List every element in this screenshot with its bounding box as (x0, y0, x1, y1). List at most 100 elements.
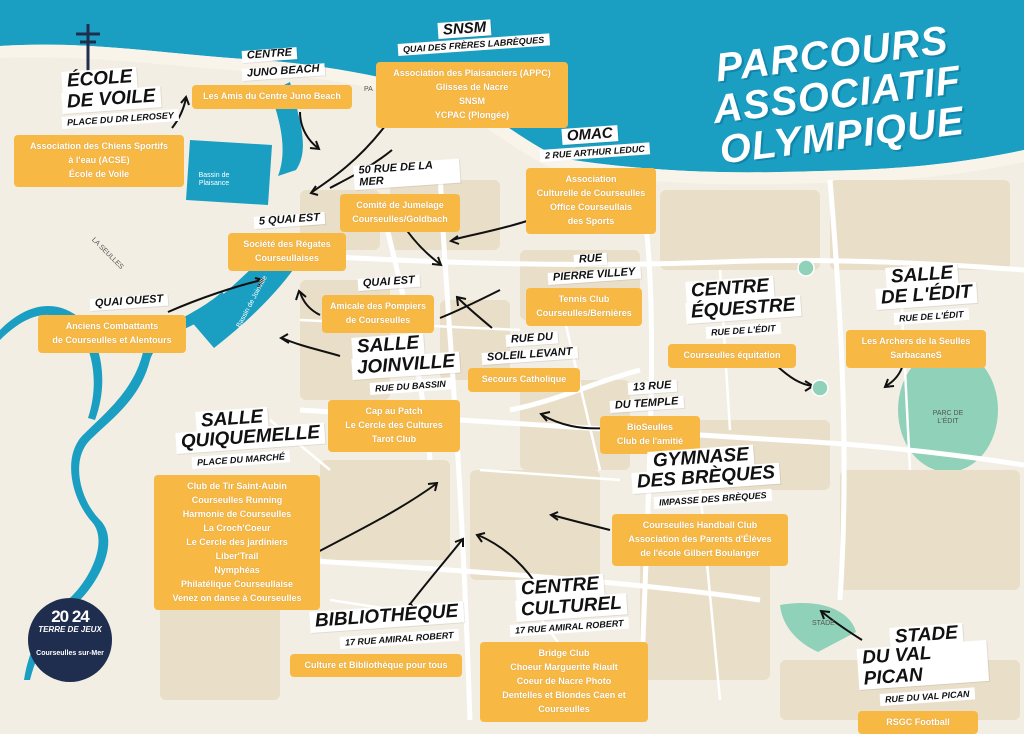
label-parc-edit: PARC DE L'ÉDIT (932, 410, 964, 426)
association-list: Les Amis du Centre Juno Beach (192, 85, 352, 109)
association-item: Les Archers de la Seulles (861, 336, 971, 347)
association-item: École de Voile (68, 168, 130, 179)
association-item: Culture et Bibliothèque pour tous (304, 659, 448, 670)
association-list: Secours Catholique (468, 368, 580, 392)
association-list: Comité de Jumelage Courseulles/Goldbach (340, 193, 460, 232)
association-item: des Sports (567, 215, 615, 226)
location-ecole-de-voile[interactable]: ÉCOLE DE VOILE PLACE DU DR LEROSEY Assoc… (14, 66, 184, 187)
location-quai-est[interactable]: QUAI EST Amicale des Pompiers de Courseu… (322, 274, 434, 333)
location-address: IMPASSE DES BRÈQUES (653, 488, 772, 510)
marker-edit (811, 379, 829, 397)
logo-name: TERRE DE JEUX (38, 625, 102, 634)
location-address: 2 RUE ARTHUR LEDUC (539, 142, 651, 162)
location-title: 13 RUE (627, 379, 677, 395)
cross-monument (76, 24, 100, 76)
association-item: Choeur Marguerite Riault (510, 661, 618, 672)
association-item: Association des Parents d'Élèves (628, 533, 772, 544)
location-snsm[interactable]: SNSM QUAI DES FRÈRES LABRÈQUES Associati… (376, 19, 568, 128)
location-title: OMAC (561, 124, 619, 146)
location-stade-du-val-pican[interactable]: STADE DU VAL PICAN RUE DU VAL PICAN RSGC… (848, 622, 990, 734)
location-omac[interactable]: OMAC 2 RUE ARTHUR LEDUC Association Cult… (526, 124, 656, 234)
stade-park (780, 603, 856, 652)
location-title: SNSM (437, 19, 492, 40)
location-50-rue-de-la-mer[interactable]: 50 RUE DE LA MER Comité de Jumelage Cour… (340, 158, 461, 232)
label-stade: STADE (812, 620, 835, 627)
association-list: Courseulles Handball Club Association de… (612, 514, 788, 566)
association-item: Courseulles/Goldbach (352, 213, 448, 224)
association-item: Culturelle de Courseulles (536, 187, 646, 198)
location-title: QUAI OUEST (89, 293, 169, 311)
location-address: RUE DU BASSIN (369, 377, 452, 396)
association-item: Secours Catholique (481, 374, 567, 384)
association-list: Amicale des Pompiers de Courseulles (322, 295, 434, 333)
association-item: SarbacaneS (890, 349, 942, 360)
location-salle-joinville[interactable]: SALLE JOINVILLE RUE DU BASSIN Cap au Pat… (328, 332, 461, 452)
location-address: RUE DE L'ÉDIT (893, 307, 969, 326)
association-item: Association (565, 174, 617, 184)
location-title: RUE DU (505, 331, 559, 347)
association-item: de Courseulles (345, 314, 411, 325)
association-item: BioSeulles (626, 422, 673, 432)
association-item: Tennis Club (558, 294, 610, 304)
association-item: Courseulles (538, 703, 590, 714)
location-quai-ouest[interactable]: QUAI OUEST Anciens Combattants de Course… (38, 293, 186, 353)
association-list: Anciens Combattants de Courseulles et Al… (38, 315, 186, 353)
association-item: Anciens Combattants (65, 321, 159, 331)
location-title: RUE (573, 252, 608, 267)
parc-edit (898, 348, 998, 472)
label-bassin-plaisance: Bassin de Plaisance (198, 172, 230, 188)
association-item: Courseulles/Bernières (536, 307, 632, 318)
terre-de-jeux-logo: 20 24 TERRE DE JEUX Courseulles sur-Mer (28, 598, 112, 682)
association-item: Le Cercle des Cultures (345, 419, 443, 430)
association-list: Tennis Club Courseulles/Bernières (526, 288, 642, 326)
association-item: Courseullaises (254, 252, 320, 263)
location-centre-juno-beach[interactable]: CENTRE JUNO BEACH Les Amis du Centre Jun… (192, 46, 352, 109)
association-item: Comité de Jumelage (356, 199, 444, 210)
association-item: YCPAC (Plongée) (434, 109, 510, 120)
location-title: DU VAL PICAN (856, 639, 990, 690)
association-item: Les Amis du Centre Juno Beach (203, 91, 341, 101)
location-salle-de-l-edit[interactable]: SALLE DE L'ÉDIT RUE DE L'ÉDIT Les Archer… (846, 262, 986, 368)
association-item: de Courseulles et Alentours (52, 334, 172, 345)
association-item: Coeur de Nacre Photo (516, 675, 612, 686)
location-bibliotheque[interactable]: BIBLIOTHÈQUE 17 RUE AMIRAL ROBERT Cultur… (290, 601, 464, 678)
association-item: Office Courseullais (549, 201, 633, 212)
location-title: QUAI EST (357, 274, 421, 291)
location-5-quai-est[interactable]: 5 QUAI EST Société des Régates Courseull… (228, 211, 346, 271)
location-address: RUE DE L'ÉDIT (705, 321, 781, 340)
location-rue-du-soleil-levant[interactable]: RUE DU SOLEIL LEVANT Secours Catholique (468, 330, 580, 392)
association-item: Association des Plaisanciers (APPC) (393, 68, 551, 78)
association-item: Harmonie de Courseulles (182, 508, 292, 519)
logo-town: Courseulles sur-Mer (36, 650, 104, 657)
river-west (0, 306, 103, 420)
location-salle-quiquemelle[interactable]: SALLE QUIQUEMELLE PLACE DU MARCHÉ Club d… (154, 406, 326, 611)
location-gymnase-des-breques[interactable]: GYMNASE DES BRÈQUES IMPASSE DES BRÈQUES … (612, 444, 788, 566)
association-item: Dentelles et Blondes Caen et (502, 689, 626, 700)
location-address: PLACE DU MARCHÉ (191, 450, 291, 470)
association-list: BioSeulles Club de l'amitié (600, 416, 700, 454)
association-item: Liber'Trail (215, 550, 259, 561)
location-centre-culturel[interactable]: CENTRE CULTUREL 17 RUE AMIRAL ROBERT Bri… (480, 573, 648, 722)
association-item: Le Cercle des jardiniers (186, 536, 288, 547)
location-13-rue-du-temple[interactable]: 13 RUE DU TEMPLE BioSeulles Club de l'am… (600, 378, 700, 454)
association-item: Courseulles Running (191, 494, 283, 505)
association-list: Association Culturelle de Courseulles Of… (526, 168, 656, 234)
association-item: de l'école Gilbert Boulanger (640, 547, 760, 558)
bassin-plaisance (186, 140, 272, 205)
association-item: Tarot Club (371, 433, 417, 444)
association-list: Bridge Club Choeur Marguerite Riault Coe… (480, 642, 648, 722)
marker-tennis (797, 259, 815, 277)
association-list: Culture et Bibliothèque pour tous (290, 653, 462, 678)
location-rue-pierre-villey[interactable]: RUE PIERRE VILLEY Tennis Club Courseulle… (526, 250, 642, 326)
location-title: PIERRE VILLEY (547, 266, 641, 285)
location-centre-equestre[interactable]: CENTRE ÉQUESTRE RUE DE L'ÉDIT Courseulle… (668, 275, 801, 368)
association-item: Courseulles équitation (683, 350, 781, 361)
location-address: QUAI DES FRÈRES LABRÈQUES (397, 33, 550, 56)
association-list: Cap au Patch Le Cercle des Cultures Taro… (328, 400, 460, 452)
association-item: Association des Chiens Sportifs (29, 141, 169, 152)
association-item: Venez on danse à Courseulles (172, 592, 302, 603)
logo-year: 20 24 (51, 607, 90, 626)
association-item: Bridge Club (538, 648, 590, 659)
association-item: Amicale des Pompiers (330, 301, 427, 311)
association-item: Glisses de Nacre (435, 81, 509, 92)
